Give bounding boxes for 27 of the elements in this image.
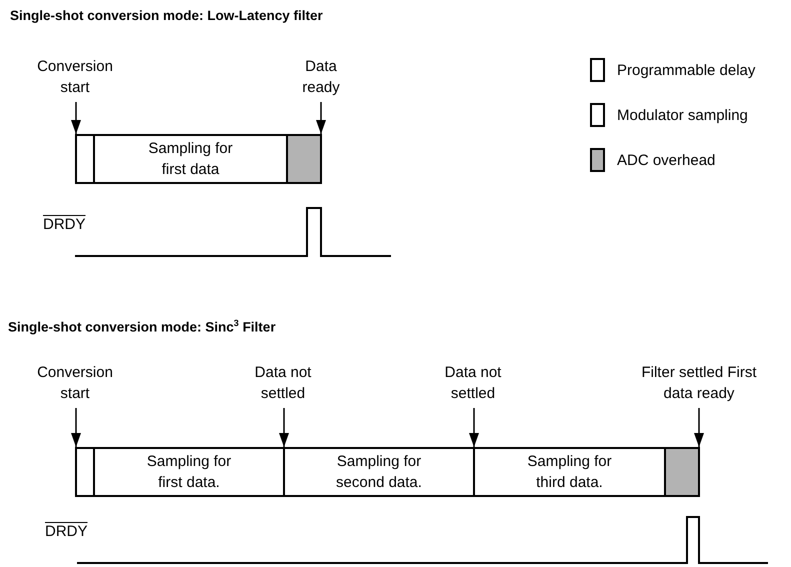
arrow [279,408,289,447]
sampling-segment: Sampling for second data. [283,447,475,497]
section-heading: Single-shot conversion mode: Sinc$^{3}$ Filter [8,318,276,334]
signal-label: DRDY [43,216,86,233]
delay-segment [75,447,95,497]
sampling-segment: Sampling for first data [93,134,288,184]
signal-label: DRDY [45,523,88,540]
event-label: Data not settled [243,362,323,404]
arrow [71,408,81,447]
event-label: Data ready [295,56,347,98]
legend-label: Programmable delay [617,62,756,78]
event-label: Conversion start [30,56,120,98]
event-label: Conversion start [30,362,120,404]
arrow [694,408,704,447]
arrow [71,102,81,134]
legend-label: Modulator sampling [617,106,748,124]
sampling-segment: Sampling for first data. [93,447,285,497]
section-heading: Single-shot conversion mode: Low-Latency filter [10,8,323,23]
event-label: Data not settled [433,362,513,404]
sampling-segment: Sampling for third data. [473,447,666,497]
delay-segment [75,134,95,184]
arrow [469,408,479,447]
overhead-segment [664,447,700,497]
overhead-segment [286,134,322,184]
event-label: Filter settled First data ready [641,362,757,404]
legend-label: ADC overhead [617,152,716,168]
arrow [316,102,326,134]
